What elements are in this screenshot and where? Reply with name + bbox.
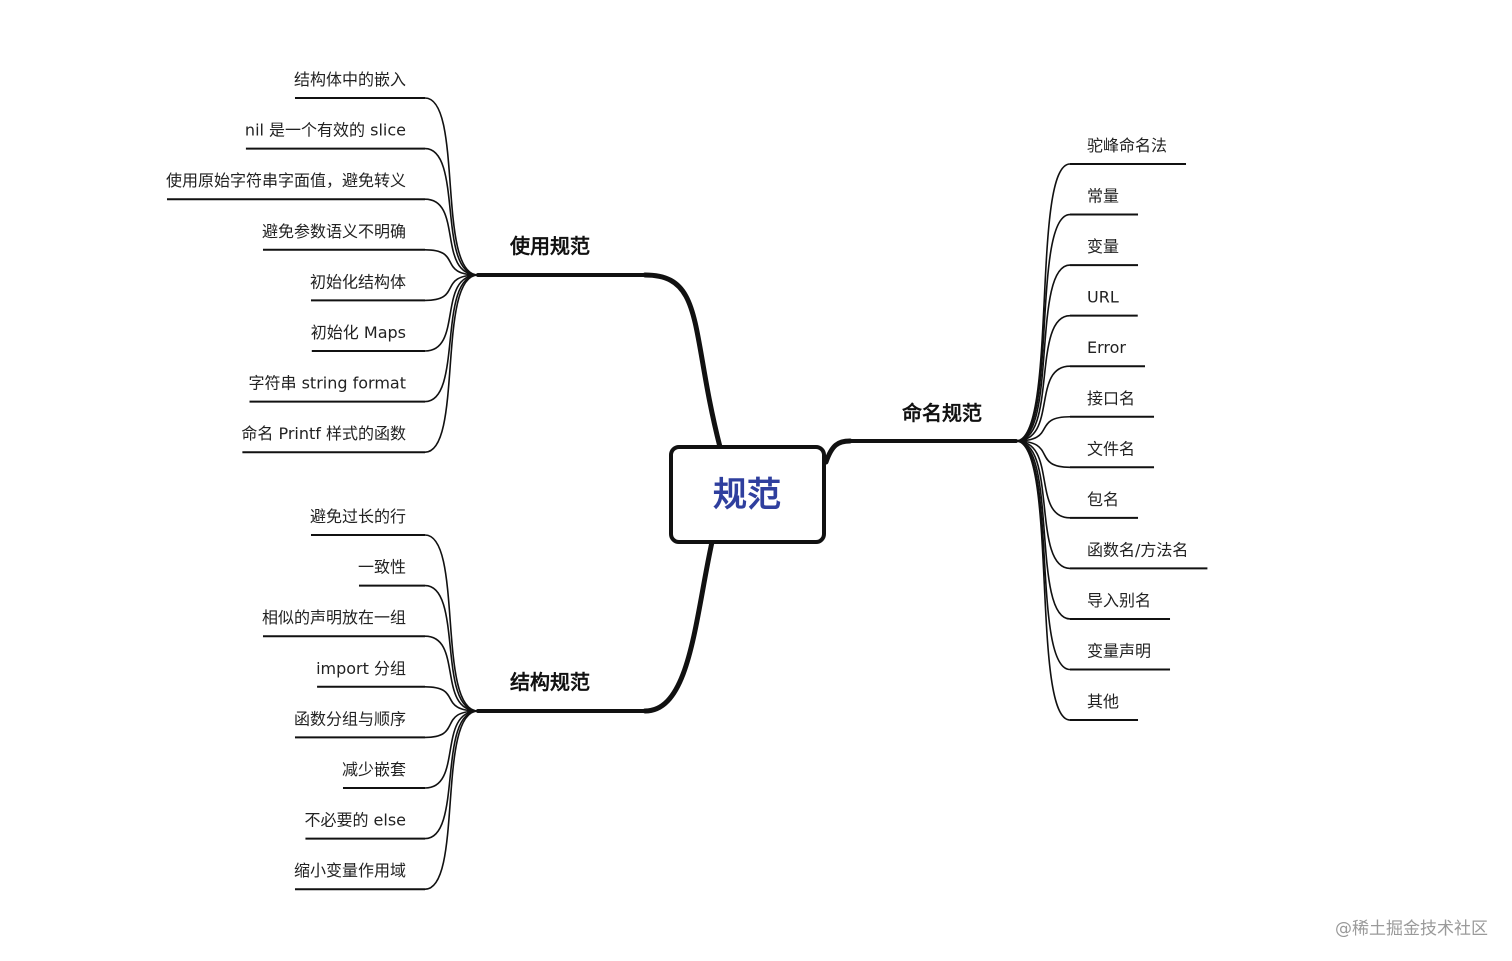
leaf-structure-1[interactable]: 一致性 bbox=[358, 558, 406, 577]
connector-structure-4 bbox=[424, 710, 479, 739]
connector-naming-4 bbox=[1015, 365, 1071, 442]
leaf-usage-1[interactable]: nil 是一个有效的 slice bbox=[245, 121, 406, 140]
connector-usage-2 bbox=[424, 198, 479, 276]
connector-naming-5 bbox=[1015, 415, 1071, 442]
connector-naming-3 bbox=[1015, 314, 1071, 442]
root-label: 规范 bbox=[713, 475, 781, 515]
connector-usage-5 bbox=[424, 274, 479, 352]
connector-usage-7 bbox=[424, 274, 479, 453]
connector-naming-7 bbox=[1015, 440, 1071, 519]
leaf-usage-4[interactable]: 初始化结构体 bbox=[310, 272, 406, 291]
connector-usage-4 bbox=[424, 274, 479, 302]
leaf-naming-7[interactable]: 包名 bbox=[1087, 490, 1119, 509]
connector-usage-6 bbox=[424, 274, 479, 403]
root-box bbox=[669, 445, 826, 544]
connector-structure-1 bbox=[424, 584, 479, 712]
branch-label-naming[interactable]: 命名规范 bbox=[902, 401, 982, 425]
connector-structure-2 bbox=[424, 635, 479, 712]
connector-structure-6 bbox=[424, 710, 479, 840]
connector-naming-0 bbox=[1015, 163, 1071, 442]
branch-label-usage[interactable]: 使用规范 bbox=[509, 234, 590, 258]
leaf-naming-6[interactable]: 文件名 bbox=[1087, 439, 1135, 458]
connector-naming-11 bbox=[1015, 440, 1071, 721]
leaf-naming-9[interactable]: 导入别名 bbox=[1087, 591, 1151, 610]
connector-usage-0 bbox=[424, 97, 479, 276]
leaf-usage-0[interactable]: 结构体中的嵌入 bbox=[294, 70, 406, 89]
leaf-naming-11[interactable]: 其他 bbox=[1087, 692, 1119, 711]
connectors bbox=[166, 97, 1208, 891]
connector-structure-5 bbox=[424, 710, 479, 789]
leaf-naming-0[interactable]: 驼峰命名法 bbox=[1087, 136, 1167, 155]
leaf-structure-2[interactable]: 相似的声明放在一组 bbox=[262, 608, 406, 627]
leaf-naming-1[interactable]: 常量 bbox=[1087, 187, 1119, 206]
connector-usage-1 bbox=[424, 147, 479, 276]
connector-structure-3 bbox=[424, 686, 479, 712]
connector-usage-3 bbox=[424, 249, 479, 276]
connector-naming-1 bbox=[1015, 213, 1071, 442]
leaf-structure-3[interactable]: import 分组 bbox=[316, 659, 406, 678]
trunk-usage bbox=[642, 272, 723, 450]
leaf-structure-0[interactable]: 避免过长的行 bbox=[310, 507, 406, 526]
root-node[interactable]: 规范 bbox=[669, 445, 826, 544]
connector-naming-6 bbox=[1015, 440, 1071, 469]
leaf-usage-5[interactable]: 初始化 Maps bbox=[311, 323, 406, 342]
leaf-naming-2[interactable]: 变量 bbox=[1087, 237, 1119, 256]
branch-label-structure[interactable]: 结构规范 bbox=[510, 670, 590, 694]
leaves: 结构体中的嵌入 nil 是一个有效的 slice 使用原始字符串字面值，避免转义避免… bbox=[166, 70, 1188, 880]
connector-naming-10 bbox=[1015, 440, 1071, 671]
leaf-naming-4[interactable]: Error bbox=[1087, 338, 1126, 357]
leaf-naming-5[interactable]: 接口名 bbox=[1087, 389, 1135, 408]
leaf-structure-4[interactable]: 函数分组与顺序 bbox=[294, 709, 406, 728]
leaf-naming-10[interactable]: 变量声明 bbox=[1087, 642, 1151, 661]
leaf-naming-8[interactable]: 函数名/方法名 bbox=[1087, 540, 1188, 559]
connector-naming-8 bbox=[1015, 440, 1071, 570]
connector-naming-2 bbox=[1015, 264, 1071, 442]
leaf-structure-5[interactable]: 减少嵌套 bbox=[342, 760, 406, 779]
leaf-usage-7[interactable]: 命名 Printf 样式的函数 bbox=[241, 424, 406, 443]
connector-structure-0 bbox=[424, 534, 479, 712]
leaf-naming-3[interactable]: URL bbox=[1087, 288, 1119, 307]
leaf-structure-7[interactable]: 缩小变量作用域 bbox=[294, 861, 406, 880]
trunk-structure bbox=[642, 539, 715, 714]
trunk-naming bbox=[823, 438, 853, 465]
watermark: @稀土掘金技术社区 bbox=[1335, 919, 1488, 939]
connector-structure-7 bbox=[424, 710, 479, 890]
connector-naming-9 bbox=[1015, 440, 1071, 620]
leaf-usage-2[interactable]: 使用原始字符串字面值，避免转义 bbox=[166, 171, 406, 190]
leaf-usage-3[interactable]: 避免参数语义不明确 bbox=[262, 222, 406, 241]
leaf-structure-6[interactable]: 不必要的 else bbox=[304, 811, 406, 830]
leaf-usage-6[interactable]: 字符串 string format bbox=[249, 374, 407, 393]
